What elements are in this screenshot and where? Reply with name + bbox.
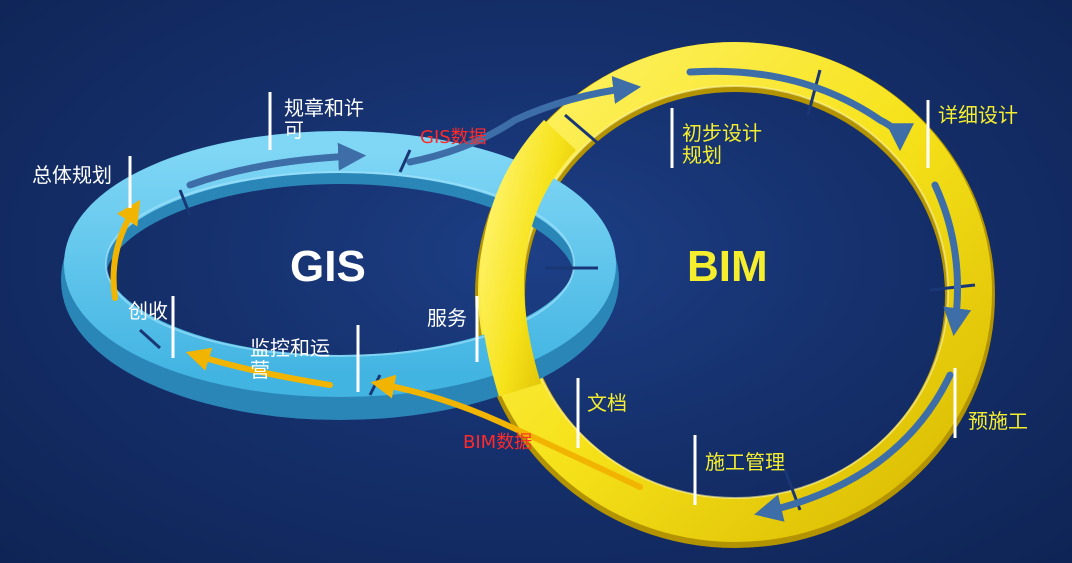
divider-ticks [128, 92, 957, 505]
label-documents: 文档 [587, 391, 627, 415]
label-services: 服务 [427, 306, 467, 330]
bim-title: BIM [687, 242, 768, 291]
label-bim-data: BIM数据 [463, 432, 533, 453]
flow-arrows-orange [110, 199, 643, 490]
label-construction-mgmt: 施工管理 [705, 450, 785, 474]
label-revenue: 创收 [128, 299, 168, 323]
label-rules-permits: 规章和许可 [284, 96, 364, 142]
label-preliminary-design: 初步设计规划 [682, 121, 762, 167]
label-overall-planning: 总体规划 [32, 163, 112, 187]
gis-title: GIS [290, 242, 366, 291]
label-monitoring-ops: 监控和运营 [250, 337, 330, 381]
label-detailed-design: 详细设计 [938, 103, 1018, 127]
label-gis-data: GIS数据 [420, 127, 487, 148]
flow-arrows-dark [186, 67, 972, 522]
label-pre-construction: 预施工 [968, 409, 1028, 433]
bim-ring-overlap [480, 119, 577, 397]
